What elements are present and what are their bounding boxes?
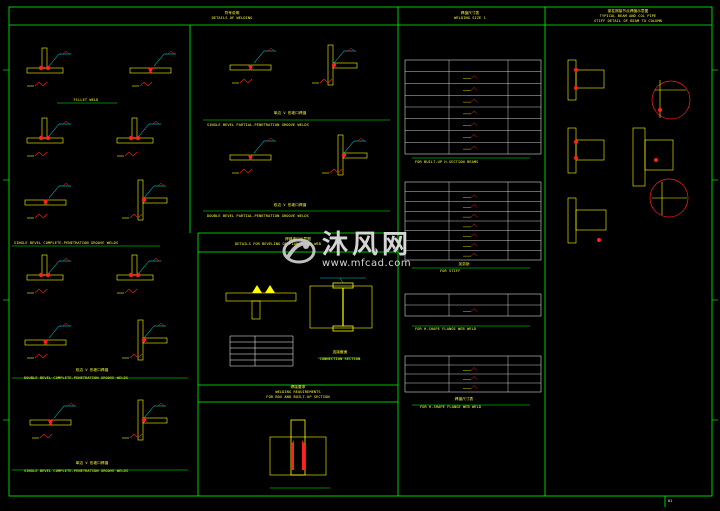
table-weld-symbol bbox=[470, 122, 478, 126]
table-weld-symbol bbox=[470, 75, 478, 79]
box-section-detail bbox=[269, 419, 327, 476]
right-header-subtitle: TYPICAL BEAM AND COL PIPE bbox=[599, 14, 657, 18]
double-bevel-partial-cn: 双边 V 形坡口焊缝 bbox=[273, 203, 307, 207]
table-weld-symbol bbox=[470, 87, 478, 91]
flange-detail-table bbox=[229, 335, 294, 367]
weld-detail-1 bbox=[129, 50, 176, 87]
table4-caption-cn: 焊缝尺寸表 bbox=[454, 397, 474, 401]
welding-req-subtitle: WELDING REQUIREMENTS bbox=[275, 390, 321, 394]
weld-detail-3 bbox=[116, 117, 161, 157]
weld-size-tables bbox=[404, 59, 542, 393]
table-symbols bbox=[463, 75, 478, 389]
single-bevel-partial-caption: SINGLE BEVEL COMPLETE-PENETRATION GROOVE… bbox=[14, 241, 119, 245]
table-built-up-h-section bbox=[404, 59, 542, 155]
watermark: 沐风网 www.mfcad.com bbox=[282, 232, 412, 269]
weld-detail-14 bbox=[229, 137, 276, 174]
welding-req-subtitle-2: FOR BOX AND BUILT-UP SECTION bbox=[266, 395, 330, 399]
h-beam-section bbox=[309, 277, 373, 332]
watermark-brand: 沐风网 bbox=[322, 230, 413, 260]
weld-detail-7 bbox=[116, 254, 161, 294]
left-header-title: 符号说明 bbox=[224, 11, 240, 15]
flange-detail-subtitle: DETAILS FOR BEVELING OF FLANGE AND WEB bbox=[234, 242, 322, 246]
welding-req-title: 焊接要求 bbox=[290, 385, 306, 389]
left-header-subtitle: DETAILS OF WELDING bbox=[211, 16, 253, 20]
middle-header-title: 焊缝尺寸表 bbox=[460, 11, 480, 15]
weld-detail-12 bbox=[229, 47, 276, 84]
watermark-site: www.mfcad.com bbox=[322, 258, 412, 269]
weld-detail-2 bbox=[26, 117, 71, 157]
watermark-logo-icon bbox=[282, 238, 316, 263]
flange-bevel-detail bbox=[225, 285, 297, 367]
connection-section-title: CONNECTION SECTION bbox=[319, 357, 361, 361]
table-weld-symbol bbox=[470, 194, 478, 198]
table-weld-symbol bbox=[470, 98, 478, 103]
table-weld-symbol bbox=[470, 308, 478, 312]
double-bevel-partial-title: DOUBLE BEVEL PARTIAL-PENETRATION GROOVE … bbox=[207, 214, 309, 218]
table-weld-symbol bbox=[470, 110, 478, 115]
weld-detail-8 bbox=[24, 322, 71, 359]
table-flange-web-1 bbox=[404, 293, 542, 317]
table4-caption: FOR H-SHAPE FLANGE WEB WELD bbox=[420, 405, 482, 409]
right-header-title: 梁柱刚接节点焊缝示意图 bbox=[607, 9, 649, 13]
single-v-complete-caption: SINGLE BEVEL COMPLETE-PENETRATION GROOVE… bbox=[24, 469, 129, 473]
weld-detail-15 bbox=[322, 134, 368, 176]
single-v-complete-cn: 单边 V 形坡口焊缝 bbox=[75, 461, 109, 465]
weld-detail-13 bbox=[312, 44, 358, 86]
table-weld-symbol bbox=[470, 376, 478, 380]
weld-detail-6 bbox=[26, 254, 71, 294]
table-weld-symbol bbox=[470, 134, 478, 138]
middle-header-subtitle: WELDING SIZE 1 bbox=[454, 16, 486, 20]
single-bevel-partial-title: SINGLE BEVEL PARTIAL-PENETRATION GROOVE … bbox=[207, 123, 309, 127]
table2-caption: FOR STIFF bbox=[440, 269, 461, 273]
table1-caption: FOR BUILT-UP H-SECTION BEAMS bbox=[415, 160, 479, 164]
table-weld-symbol bbox=[470, 204, 478, 208]
weld-detail-5 bbox=[122, 179, 168, 221]
table3-caption: FOR H-SHAPE FLANGE WEB WELD bbox=[415, 327, 477, 331]
double-bevel-complete-caption: DOUBLE BEVEL COMPLETE-PENETRATION GROOVE… bbox=[24, 376, 129, 380]
table-weld-symbol bbox=[470, 145, 478, 150]
right-header-subtitle-2: STIFF DETAIL OF BEAM TO COLUMN bbox=[594, 19, 662, 23]
weld-detail-10 bbox=[29, 402, 76, 439]
drawing-frame bbox=[8, 6, 713, 507]
table-flange-web-2 bbox=[404, 355, 542, 393]
table-weld-symbol bbox=[470, 385, 478, 389]
weld-detail-11 bbox=[122, 399, 168, 441]
table-weld-symbol bbox=[470, 223, 478, 228]
table-weld-symbol bbox=[470, 213, 478, 218]
table-weld-symbol bbox=[470, 367, 478, 371]
beam-column-details bbox=[567, 59, 691, 244]
fillet-weld-caption: FILLET WELD bbox=[73, 98, 99, 102]
double-bevel-complete-cn: 双边 V 形坡口焊缝 bbox=[75, 368, 109, 372]
table-weld-symbol bbox=[470, 252, 478, 257]
weld-details bbox=[24, 44, 691, 476]
weld-detail-9 bbox=[122, 319, 168, 361]
connection-section-cn: 连接截面 bbox=[332, 350, 348, 354]
table-weld-symbol bbox=[470, 243, 478, 247]
sheet-number: 01 bbox=[668, 499, 673, 503]
weld-detail-0 bbox=[26, 47, 71, 87]
table-weld-symbol bbox=[470, 233, 478, 237]
table2-caption-cn: 加劲肋 bbox=[458, 262, 470, 266]
table-stiff bbox=[404, 181, 542, 261]
weld-detail-4 bbox=[24, 182, 71, 219]
single-bevel-partial-cn: 单边 V 形坡口焊缝 bbox=[273, 111, 307, 115]
